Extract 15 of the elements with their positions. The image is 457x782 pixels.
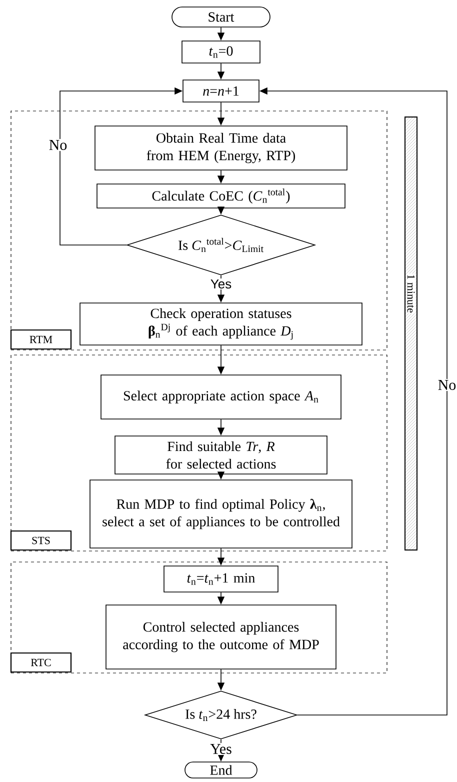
process-box: Obtain Real Time data from HEM (Energy, RTP): [94, 126, 348, 170]
process-box: Check operation statuses β$_{n}$$^{Dj}$ of each appliance D$_{j}$: [80, 302, 362, 346]
edge-label: No: [48, 139, 68, 151]
process-box: t$_{n}$=t$_{n}$+1 min: [164, 566, 278, 592]
time-bar: 1 minute: [404, 116, 418, 550]
process-box: Find suitable Tr, R for selected actions: [114, 436, 328, 474]
edge-label: Yes: [209, 743, 233, 755]
process-box: t$_{n}$=0: [182, 40, 260, 64]
process-box: n=n+1: [182, 80, 260, 102]
process-box: Run MDP to find optimal Policy λ$_{n}$, select a set of appliances to be controlled: [90, 480, 352, 548]
edge-label: Yes: [209, 278, 233, 290]
edge-label: No: [436, 379, 457, 391]
process-box: Control selected appliances according to the outcome of MDP: [106, 604, 336, 670]
process-box: Calculate CoEC (C$_{n}$$^{total}$): [96, 184, 346, 208]
process-box: Select appropriate action space A$_{n}$: [100, 374, 342, 420]
